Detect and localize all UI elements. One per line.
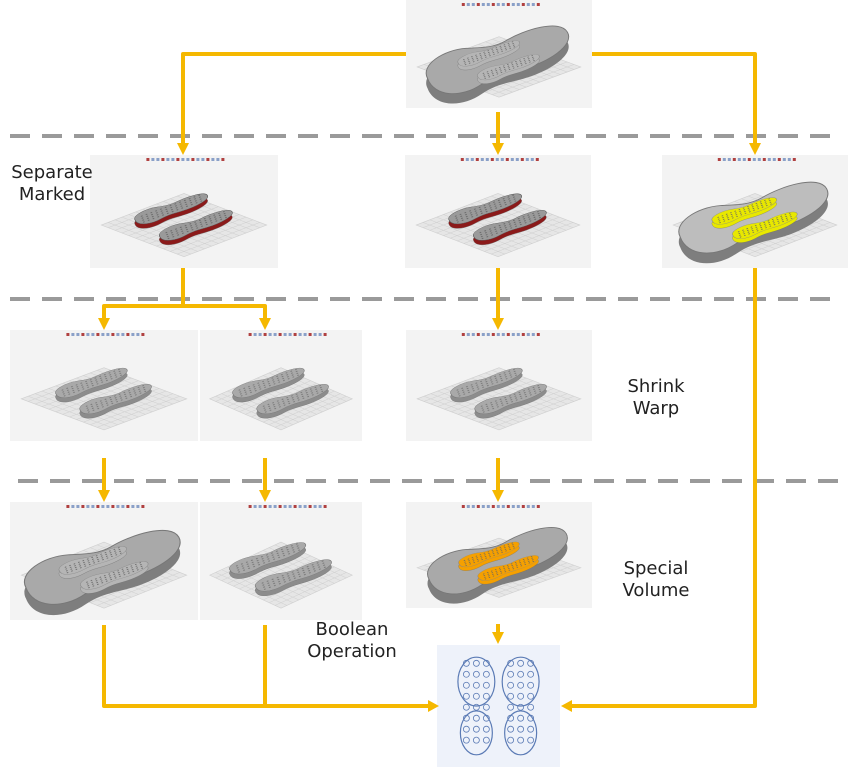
model-viewport — [416, 505, 582, 604]
label-boolean-operation: Boolean Operation — [296, 619, 408, 663]
label-boolean-line2: Operation — [307, 641, 397, 662]
viewport-toolbar — [461, 505, 540, 508]
label-special-line2: Volume — [622, 580, 690, 601]
model-viewport — [416, 3, 582, 104]
arrowhead — [492, 143, 504, 155]
model-viewport — [208, 333, 354, 431]
shoe-sole-model — [450, 367, 547, 419]
viewport-toolbar — [248, 505, 327, 508]
shoe-sole-model — [23, 529, 181, 616]
label-shrink-line1: Shrink — [627, 376, 685, 397]
arrowhead — [428, 700, 439, 712]
panel-special-volume — [406, 502, 592, 608]
shoe-sole-model — [678, 181, 829, 264]
shoe-sole-model — [55, 367, 152, 419]
arrowhead — [492, 632, 504, 644]
viewport-toolbar — [248, 333, 327, 336]
shoe-sole-model — [229, 542, 332, 596]
panel-bool-b — [200, 502, 362, 620]
arrowhead — [749, 143, 761, 155]
shoe-sole-model — [232, 367, 329, 419]
sole-pattern-layout — [457, 656, 540, 756]
arrowhead — [492, 490, 504, 502]
shoe-sole-model — [427, 527, 568, 604]
panel-source — [406, 0, 592, 108]
panel-result — [437, 645, 560, 767]
viewport-toolbar — [460, 158, 539, 161]
panel-shrink-c — [406, 330, 592, 441]
shoe-sole-model — [134, 193, 233, 245]
panel-bool-a — [10, 502, 198, 620]
viewport-toolbar — [461, 333, 540, 336]
model-viewport — [20, 333, 188, 431]
label-shrink-line2: Warp — [632, 398, 680, 419]
label-separate-line1: Separate — [11, 162, 93, 183]
arrowhead — [98, 490, 110, 502]
model-viewport — [415, 158, 581, 258]
label-boolean-line1: Boolean — [315, 619, 389, 640]
model-viewport — [100, 158, 268, 258]
arrow-bool-to-result — [102, 625, 430, 708]
viewport-toolbar — [717, 158, 796, 161]
arrow-split-right — [183, 304, 267, 325]
viewport-toolbar — [461, 3, 540, 6]
arrowhead — [98, 318, 110, 330]
viewport-toolbar — [66, 505, 145, 508]
arrowhead — [561, 700, 572, 712]
panel-shrink-b — [200, 330, 362, 441]
label-special-volume: Special Volume — [606, 558, 706, 602]
panel-shrink-a — [10, 330, 198, 441]
model-viewport — [209, 505, 353, 609]
model-viewport — [20, 505, 188, 616]
arrow-right-long — [567, 268, 757, 708]
model-viewport — [672, 158, 838, 264]
label-shrink-warp: Shrink Warp — [606, 376, 706, 420]
model-viewport — [457, 656, 540, 756]
model-viewport — [416, 333, 582, 431]
arrowhead — [259, 318, 271, 330]
panel-separate-right — [662, 155, 848, 268]
arrow-source-left — [181, 52, 406, 150]
arrowhead — [492, 318, 504, 330]
viewport-toolbar — [66, 333, 145, 336]
arrowhead — [259, 490, 271, 502]
shoe-sole-model — [448, 193, 547, 245]
label-separate-line2: Marked — [18, 184, 86, 205]
label-special-line1: Special — [623, 558, 689, 579]
shoe-sole-model — [425, 25, 570, 104]
panel-separate-left — [90, 155, 278, 268]
arrow-source-right — [592, 52, 757, 150]
arrowhead — [177, 143, 189, 155]
panel-separate-mid — [405, 155, 591, 268]
viewport-toolbar — [146, 158, 225, 161]
label-separate-marked: Separate Marked — [2, 162, 102, 206]
arrow-split — [102, 268, 185, 325]
